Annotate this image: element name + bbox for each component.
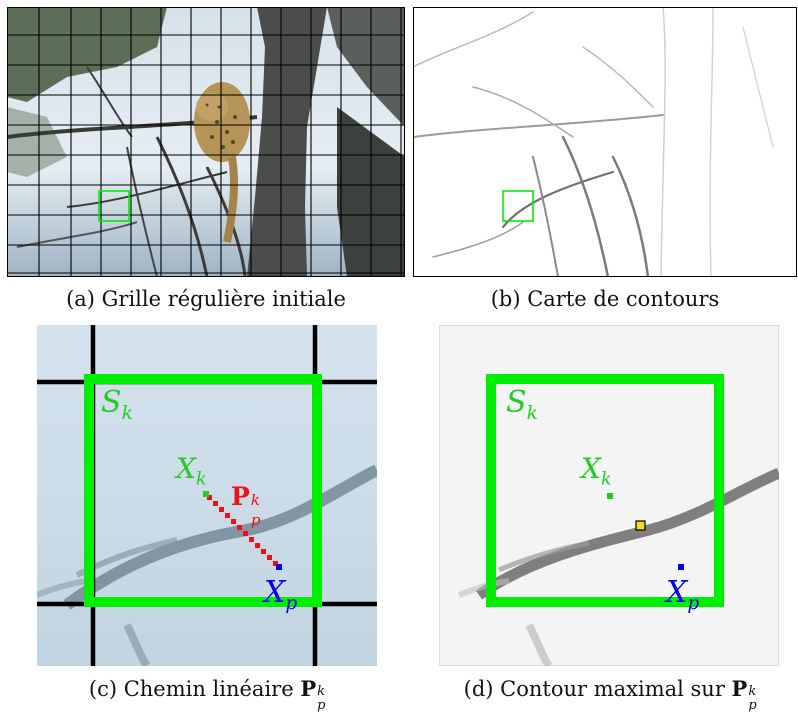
caption-b: (b) Carte de contours	[490, 287, 720, 311]
panel-d-max-contour	[439, 325, 779, 666]
photo-grid-svg	[7, 7, 405, 277]
zoom-contour-svg	[439, 325, 779, 666]
zoom-path-svg	[37, 325, 377, 666]
label-xk: Xk	[176, 452, 207, 490]
center-xk-point	[203, 491, 209, 497]
label-xp: Xp	[264, 575, 298, 614]
superpixel-sk-box	[486, 374, 724, 607]
caption-c-path-symbol: P	[300, 676, 317, 701]
max-contour-point	[635, 520, 646, 531]
panel-c-linear-path	[37, 325, 377, 666]
label-xp-d: Xp	[666, 575, 700, 614]
contour-map-svg	[413, 7, 797, 277]
regular-grid	[7, 7, 405, 277]
label-sk: Sk	[101, 385, 133, 424]
pixel-xp-point	[276, 564, 282, 570]
linear-path-pixels	[207, 495, 278, 566]
panel-b-contour-map	[413, 7, 797, 277]
label-xk-d: Xk	[581, 452, 612, 490]
caption-d-path-symbol: P	[731, 676, 748, 701]
caption-a: (a) Grille régulière initiale	[66, 287, 346, 311]
superpixel-sk-box	[84, 374, 322, 607]
selected-superpixel-box	[98, 190, 130, 222]
panel-a-grid-image	[7, 7, 405, 277]
pixel-xp-point	[678, 564, 684, 570]
label-sk-d: Sk	[506, 385, 538, 424]
center-xk-point	[607, 493, 613, 499]
selected-superpixel-box	[502, 190, 534, 222]
